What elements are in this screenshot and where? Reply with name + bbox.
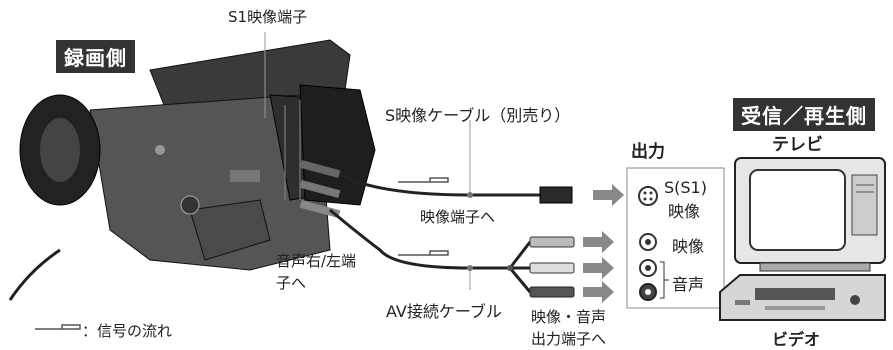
s-video-cable: [339, 173, 540, 197]
tv-label: テレビ: [772, 135, 823, 155]
audio-bracket: [660, 261, 669, 299]
to-video-terminal-label: 映像端子へ: [420, 208, 496, 226]
video-deck-label: ビデオ: [772, 330, 821, 349]
vcr-illustration: [719, 274, 886, 321]
rca-plugs: [529, 236, 575, 298]
output-label: 出力: [631, 142, 665, 162]
audio-port-icon: [639, 259, 657, 301]
recording-side-badge: 録画側: [56, 40, 135, 73]
s-video-port-icon: [638, 186, 658, 206]
tv-illustration: [734, 157, 886, 272]
s1-terminal-label: S1映像端子: [228, 8, 308, 26]
legend-label: ：信号の流れ: [82, 322, 173, 340]
audio-rl-terminal-label-line1: 音声右/左端: [276, 252, 357, 270]
av-cable-label: AV接続ケーブル: [386, 302, 502, 321]
video-port-icon: [639, 233, 657, 251]
s-video-cable-label: S映像ケーブル（別売り）: [385, 106, 571, 125]
av-output-label-line2: 出力端子へ: [531, 330, 607, 348]
s-video-plug: [539, 186, 573, 204]
port-audio-label: 音声: [672, 275, 705, 294]
signal-flow-arrow: [398, 177, 449, 256]
port-s1-label-line2: 映像: [668, 202, 701, 221]
port-s1-label-line1: S(S1): [664, 178, 707, 197]
av-output-label-line1: 映像・音声: [531, 308, 607, 326]
audio-rl-terminal-label-line2: 子へ: [276, 274, 307, 292]
legend-arrow: [35, 324, 81, 330]
direction-arrows: [583, 184, 624, 303]
av-cable: [329, 208, 510, 270]
camcorder-plugs: [299, 159, 341, 219]
port-video-label: 映像: [672, 237, 705, 256]
camcorder-illustration: [8, 39, 376, 301]
receiving-side-badge: 受信／再生側: [733, 98, 875, 131]
